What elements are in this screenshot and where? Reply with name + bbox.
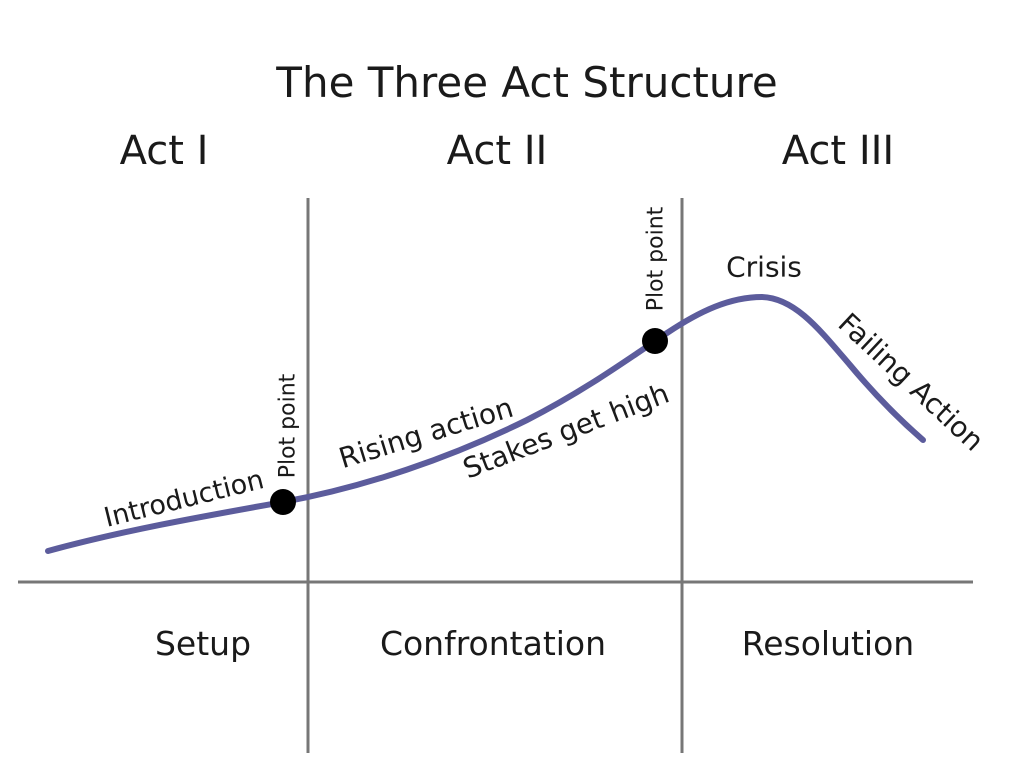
story-arc-curve xyxy=(45,293,926,554)
diagram-title: The Three Act Structure xyxy=(276,58,778,107)
resolution-phase-label: Resolution xyxy=(741,624,915,663)
plot-point-2-dot xyxy=(642,328,668,354)
act-2-label: Act II xyxy=(446,128,548,174)
setup-phase-label: Setup xyxy=(154,624,252,663)
act-1-label: Act I xyxy=(119,128,209,174)
confrontation-phase-label: Confrontation xyxy=(379,624,607,663)
plot-point-1-dot xyxy=(270,489,296,515)
crisis-label: Crisis xyxy=(726,250,802,284)
plot-point-1-label: Plot point xyxy=(275,373,301,479)
plot-point-2-label: Plot point xyxy=(643,206,669,312)
act-3-label: Act III xyxy=(781,128,895,174)
